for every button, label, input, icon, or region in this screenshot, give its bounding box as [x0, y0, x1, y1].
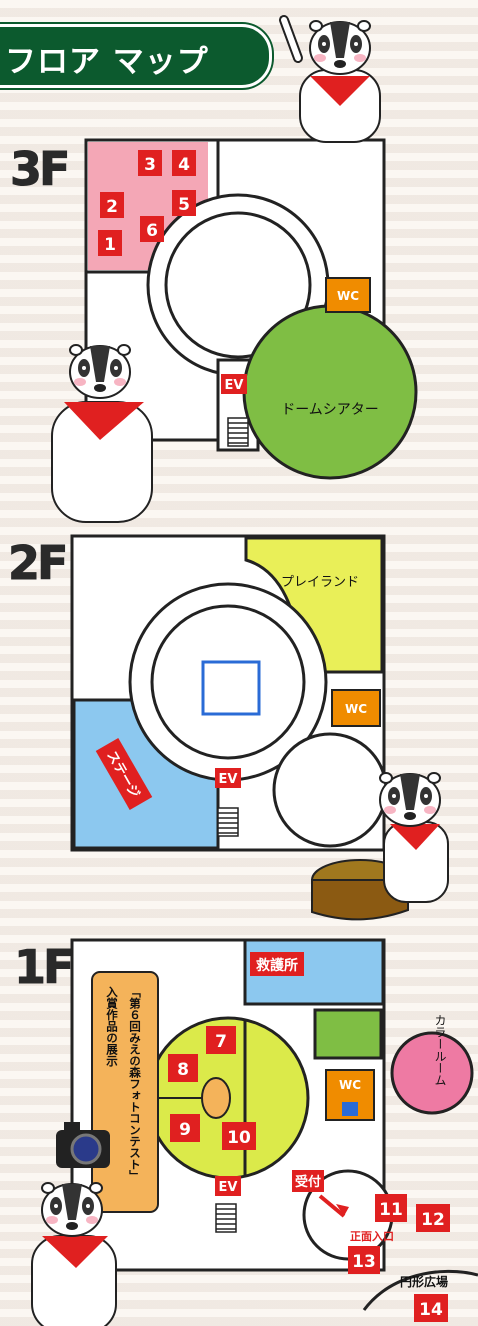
- room-number-10: 10: [227, 1128, 251, 1148]
- wc-2f: [331, 689, 381, 727]
- room-number-12: 12: [421, 1210, 445, 1230]
- room-badges-3f: 3 4 2 5 6 1: [98, 150, 196, 256]
- ev-badge-3f: [221, 374, 247, 394]
- room-badge-1: [98, 230, 122, 256]
- room-badge-2: [100, 192, 124, 218]
- floor-label-2f: 2F: [7, 536, 68, 590]
- page-title: フロア マップ: [5, 44, 209, 80]
- title-banner: フロア マップ: [0, 24, 272, 88]
- room-badge-8: [168, 1054, 198, 1082]
- dome-theater-label: ドームシアター: [281, 402, 379, 418]
- stage-badge: [95, 738, 153, 810]
- wc-3f: [325, 277, 371, 313]
- floor-label-3f: 3F: [9, 142, 70, 196]
- room-badge-7: [206, 1026, 236, 1054]
- floor-label-1f: 1F: [13, 940, 74, 994]
- room-number-4: 4: [178, 155, 190, 175]
- wc-label-2f: WC: [345, 702, 367, 716]
- room-number-5: 5: [178, 195, 190, 215]
- dome-theater: [242, 304, 418, 480]
- room-badge-9: [170, 1114, 200, 1142]
- room-badge-6: [140, 216, 164, 242]
- room-badge-14: [414, 1294, 448, 1322]
- room-badge-3: [138, 150, 162, 176]
- room-number-8: 8: [177, 1060, 189, 1080]
- room-badge-10: [222, 1122, 256, 1150]
- room-badge-5: [172, 190, 196, 216]
- photo-contest-subtitle: 入賞作品の展示: [105, 986, 119, 1067]
- ev-label-3f: EV: [225, 378, 244, 393]
- badger-mascot-top: [279, 15, 381, 143]
- room-badge-4: [172, 150, 196, 176]
- center-square-2f: [201, 660, 261, 716]
- room-number-7: 7: [215, 1032, 227, 1052]
- room-badge-11: [375, 1194, 407, 1222]
- ev-badge-2f: [215, 768, 241, 788]
- badger-mascot-1f: [31, 1182, 117, 1326]
- room-number-13: 13: [352, 1252, 376, 1272]
- circle-plaza-label: 円形広場: [400, 1274, 448, 1289]
- room-number-6: 6: [146, 221, 158, 241]
- ev-label-2f: EV: [219, 772, 238, 787]
- room-number-11: 11: [379, 1200, 403, 1220]
- floor-2f-map: [70, 534, 388, 852]
- playland-label: プレイランド: [281, 575, 359, 590]
- ev-badge-1f: [215, 1176, 241, 1196]
- color-room: [390, 1031, 474, 1115]
- color-room-label: カラールーム: [433, 1014, 447, 1086]
- room-number-1: 1: [104, 235, 116, 255]
- wc-label-3f: WC: [337, 289, 359, 303]
- reception-badge: [292, 1170, 324, 1192]
- reception-label: 受付: [295, 1174, 321, 1190]
- room-badge-13: [348, 1246, 380, 1274]
- wc-label-1f: WC: [339, 1078, 361, 1092]
- accessible-icon: [342, 1102, 358, 1116]
- ev-label-1f: EV: [219, 1180, 238, 1195]
- room-badge-12: [416, 1204, 450, 1232]
- first-aid-badge: [250, 952, 304, 976]
- room-number-14: 14: [419, 1300, 443, 1320]
- photo-contest-panel: [91, 971, 159, 1213]
- room-number-9: 9: [179, 1120, 191, 1140]
- camera-icon: [56, 1122, 110, 1168]
- main-entrance-label: 正面入口: [350, 1230, 394, 1243]
- badger-mascot-2f: [311, 772, 449, 921]
- photo-contest-title: 「第６回みえの森フォトコンテスト」: [128, 986, 142, 1182]
- badger-mascot-3f: [51, 344, 153, 523]
- room-number-2: 2: [106, 197, 118, 217]
- first-aid-label: 救護所: [256, 957, 298, 974]
- room-number-3: 3: [144, 155, 156, 175]
